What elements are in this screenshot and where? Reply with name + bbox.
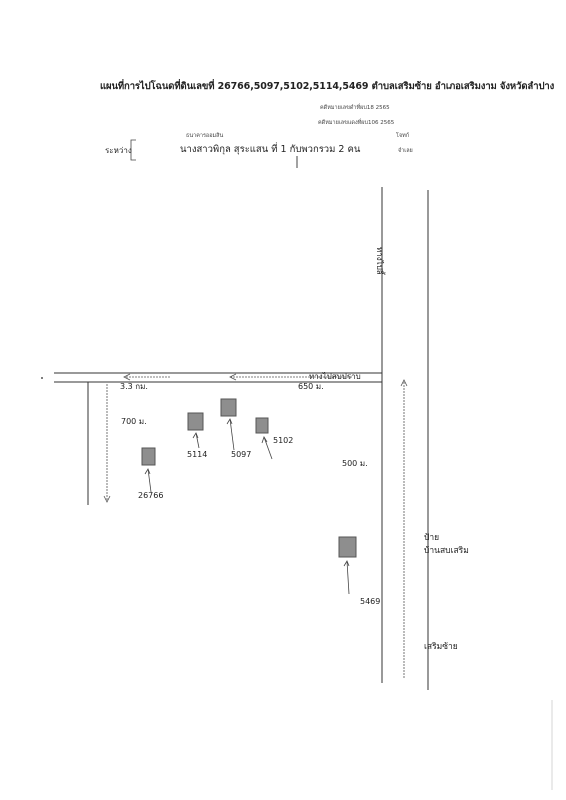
arrow-head-west-2 <box>123 373 131 381</box>
road-to-li-label: ทางไปลี้ <box>375 247 384 275</box>
sign-label: ป้าย <box>424 533 440 543</box>
pointer-5102-head <box>261 436 268 444</box>
map-title: แผนที่การไปโฉนดที่ดินเลขที่ 26766,5097,5… <box>100 81 555 92</box>
plot-5102-marker <box>255 417 269 434</box>
plot-5469-label: 5469 <box>360 597 381 606</box>
road-to-sop-prap-label: ทางไปสบปราบ <box>309 372 361 381</box>
arrow-head-north <box>400 379 408 387</box>
distance-500m: 500 ม. <box>342 459 368 468</box>
pointer-5469 <box>346 560 350 595</box>
distance-3-3km: 3.3 กม. <box>120 382 148 391</box>
plot-5097-label: 5097 <box>231 450 252 459</box>
plaintiff-label: โจทก์ <box>396 133 410 139</box>
between-label: ระหว่าง <box>105 146 132 155</box>
plot-5102-label: 5102 <box>273 436 294 445</box>
party-text: นางสาวพิกุล สุระแสน ที่ 1 กับพวกรวม 2 คน <box>180 144 361 155</box>
distance-650m: 650 ม. <box>298 382 324 391</box>
party-bracket <box>130 139 136 161</box>
case-number-black: คดีหมายเลขดำที่ผบ18 2565 <box>320 105 390 111</box>
scan-speck <box>41 377 43 379</box>
village-label: บ้านสบเสริม <box>424 546 469 556</box>
pointer-5097 <box>229 418 235 451</box>
pointer-5469-head <box>343 560 350 567</box>
plot-5469-marker <box>338 536 357 558</box>
plot-26766-label: 26766 <box>138 491 164 500</box>
pointer-5102 <box>263 436 273 460</box>
arrow-head-south <box>103 495 111 503</box>
pointer-26766 <box>147 468 152 493</box>
plot-26766-marker <box>141 447 156 466</box>
pointer-26766-head <box>144 468 151 475</box>
distance-700m: 700 ม. <box>121 417 147 426</box>
pointer-5114-head <box>192 432 199 439</box>
plot-5097-marker <box>220 398 237 417</box>
pointer-5097-head <box>226 418 233 425</box>
case-number-red: คดีหมายเลขแดงที่ผบ106 2565 <box>318 120 395 126</box>
sermsai-label: เสริมซ้าย <box>424 642 458 652</box>
defendant-label: จำเลย <box>398 148 413 154</box>
lender-label: ธนาคารออมสิน <box>186 133 224 139</box>
plot-5114-label: 5114 <box>187 450 208 459</box>
pointer-5114 <box>195 432 200 449</box>
plot-5114-marker <box>187 412 204 431</box>
arrow-head-west <box>229 373 237 381</box>
